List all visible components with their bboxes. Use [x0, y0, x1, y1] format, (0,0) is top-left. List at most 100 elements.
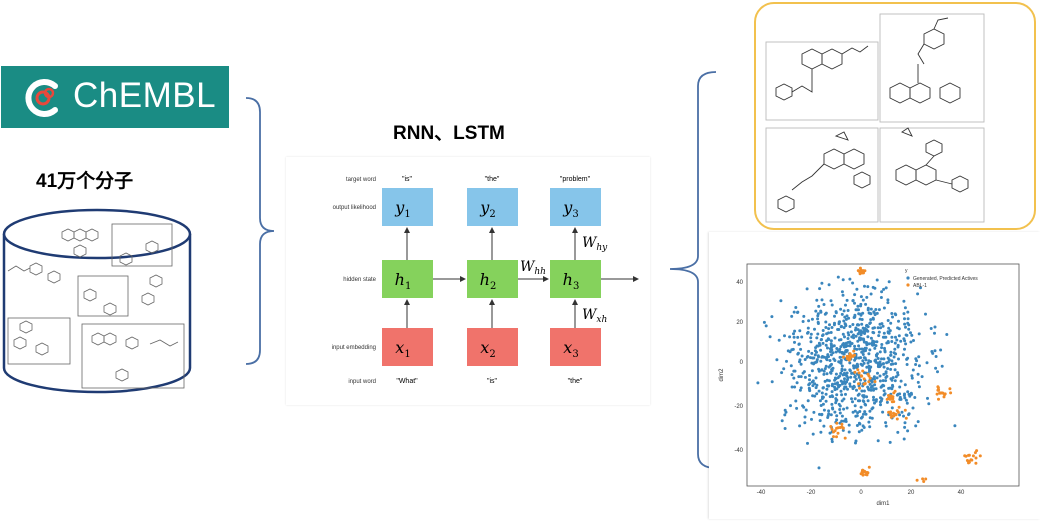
row-label-input-embedding: input embedding [332, 345, 376, 351]
row-label-input-word: input word [348, 379, 376, 385]
svg-text:Why: Why [582, 235, 608, 253]
generated-point [863, 284, 866, 288]
generated-point [819, 404, 823, 407]
generated-point [885, 400, 889, 404]
generated-point [860, 363, 864, 367]
generated-point [859, 405, 863, 409]
generated-point [797, 342, 801, 346]
generated-point [885, 361, 889, 365]
generated-point [803, 358, 807, 361]
generated-point [862, 400, 866, 403]
generated-point [917, 332, 921, 336]
generated-point [896, 371, 900, 375]
hidden-box-1 [382, 260, 433, 298]
abl1-point [888, 396, 892, 400]
generated-point [794, 399, 798, 403]
generated-point [824, 326, 828, 329]
abl1-point [848, 354, 852, 358]
generated-point [903, 425, 907, 429]
generated-point [833, 385, 837, 389]
generated-point [788, 335, 792, 339]
generated-point [783, 334, 786, 338]
svg-text:Wxh: Wxh [582, 307, 607, 325]
generated-point [861, 330, 865, 334]
generated-point [882, 357, 886, 361]
generated-point [818, 399, 822, 403]
output-symbol-2: y [479, 198, 490, 217]
generated-point [868, 382, 872, 386]
generated-point [842, 352, 846, 356]
generated-point [817, 304, 821, 308]
generated-point [830, 303, 834, 307]
generated-point [886, 367, 890, 371]
generated-point [854, 356, 858, 360]
generated-point [846, 331, 850, 335]
generated-point [859, 378, 862, 382]
generated-point [852, 384, 856, 388]
generated-point [843, 368, 847, 372]
abl1-point [863, 382, 867, 385]
generated-point [866, 399, 870, 403]
generated-point [848, 369, 852, 373]
generated-point [861, 359, 865, 363]
input-box-1 [382, 328, 433, 366]
abl1-point [971, 454, 975, 458]
generated-point [822, 303, 826, 306]
generated-point [838, 347, 842, 351]
abl1-point [889, 413, 893, 417]
generated-point [903, 339, 907, 343]
tsne-scatter-plot: y Generated, Predicted Actives ABL-1 -40… [719, 263, 1020, 507]
generated-point [863, 410, 867, 414]
generated-point [879, 399, 883, 403]
generated-point [899, 379, 903, 383]
generated-point [864, 403, 868, 407]
generated-point [827, 379, 831, 383]
generated-point [912, 339, 915, 342]
generated-point [916, 380, 920, 384]
generated-point [783, 408, 787, 412]
generated-point [837, 320, 841, 324]
generated-point [834, 372, 838, 376]
generated-point [822, 369, 826, 373]
generated-point [822, 355, 826, 359]
x-tick-4: 20 [908, 490, 915, 496]
input-sub-3: 3 [572, 349, 578, 360]
svg-text:h1: h1 [395, 270, 412, 292]
generated-point [830, 362, 833, 366]
generated-point [865, 324, 868, 328]
generated-point [833, 314, 836, 318]
generated-point [880, 346, 884, 350]
abl1-point [974, 461, 978, 465]
chembl-logo-text: ChEMBL [73, 76, 217, 115]
generated-point [825, 387, 829, 391]
generated-point [845, 314, 849, 318]
generated-point [885, 374, 889, 378]
generated-point [884, 371, 888, 375]
target-word-1: "is" [402, 176, 413, 183]
generated-point [906, 390, 910, 394]
generated-point [845, 298, 849, 302]
generated-point [829, 413, 833, 417]
generated-point [882, 384, 886, 388]
generated-point [834, 310, 838, 314]
generated-point [894, 335, 897, 339]
generated-point [822, 424, 826, 428]
generated-point [871, 326, 875, 330]
generated-point [868, 409, 872, 413]
generated-point [801, 320, 805, 323]
generated-point [871, 285, 875, 289]
generated-point [831, 407, 835, 411]
input-box-3 [550, 328, 601, 366]
abl1-point [935, 392, 939, 396]
hidden-sub-1: 1 [405, 281, 411, 292]
generated-point [914, 424, 918, 428]
hidden-symbol-3: h [563, 270, 573, 289]
generated-point [806, 399, 810, 403]
generated-point [884, 335, 888, 339]
abl1-point [845, 354, 849, 358]
generated-point [878, 379, 882, 383]
generated-point [906, 317, 910, 321]
abl1-point [893, 389, 897, 393]
abl1-point [847, 357, 851, 361]
generated-point [889, 362, 893, 366]
